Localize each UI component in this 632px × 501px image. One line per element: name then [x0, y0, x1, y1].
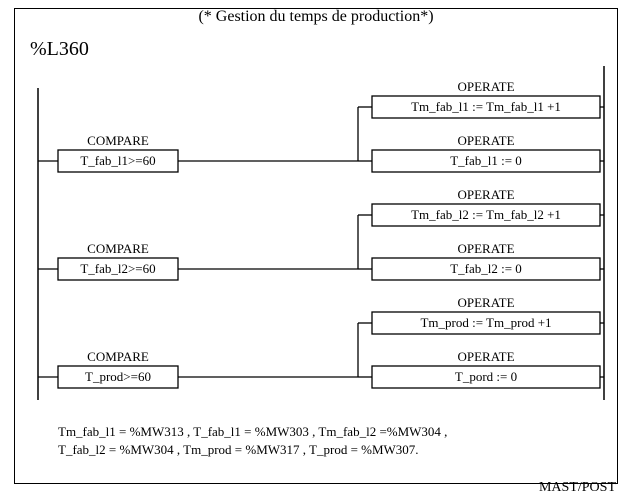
program-frame [14, 8, 618, 484]
section-name: MAST/POST [538, 480, 616, 495]
operate-block-label: OPERATE [457, 349, 515, 364]
variable-mapping-line-2: T_fab_l2 = %MW304 , Tm_prod = %MW317 , T… [58, 442, 419, 457]
operate-expression: T_fab_l2 := 0 [450, 261, 522, 276]
rung-label: %L360 [30, 38, 89, 60]
operate-block-label: OPERATE [457, 241, 515, 256]
operate-expression: T_fab_l1 := 0 [450, 153, 522, 168]
variable-mapping-line-1: Tm_fab_l1 = %MW313 , T_fab_l1 = %MW303 ,… [58, 424, 448, 439]
operate-expression: Tm_fab_l2 := Tm_fab_l2 +1 [411, 207, 561, 222]
operate-block-label: OPERATE [457, 187, 515, 202]
comment-title: (* Gestion du temps de production*) [198, 8, 434, 25]
compare-block-label: COMPARE [87, 133, 149, 148]
operate-block-label: OPERATE [457, 79, 515, 94]
compare-expression: T_fab_l2>=60 [80, 261, 156, 276]
operate-block-label: OPERATE [457, 295, 515, 310]
operate-expression: Tm_fab_l1 := Tm_fab_l1 +1 [411, 99, 561, 114]
operate-expression: Tm_prod := Tm_prod +1 [420, 315, 552, 330]
operate-expression: T_pord := 0 [454, 369, 518, 384]
compare-block-label: COMPARE [87, 241, 149, 256]
compare-expression: T_fab_l1>=60 [80, 153, 156, 168]
compare-expression: T_prod>=60 [85, 369, 151, 384]
compare-block-label: COMPARE [87, 349, 149, 364]
operate-block-label: OPERATE [457, 133, 515, 148]
